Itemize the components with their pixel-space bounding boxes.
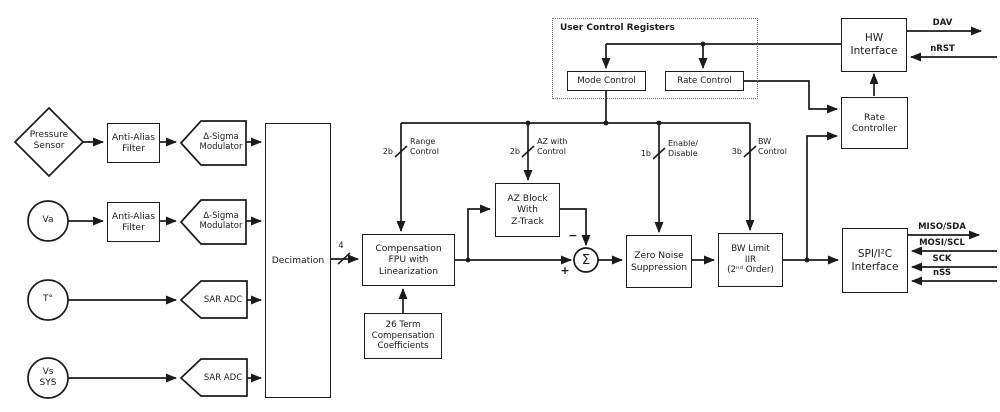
user-control-registers-group (552, 18, 758, 99)
hw-interface-label: HW Interface (850, 32, 898, 57)
hw-interface-block: HW Interface (841, 18, 907, 72)
range-control-annotation: Range Control (410, 137, 439, 156)
rate-controller-block: Rate Controller (841, 97, 908, 149)
sck-signal-label: SCK (932, 254, 952, 264)
bw-control-bits: 3b (731, 147, 742, 156)
range-control-bits: 2b (382, 147, 393, 156)
va-source-circle (27, 200, 69, 242)
dav-signal-label: DAV (932, 18, 953, 28)
vs-sys-source-circle (27, 357, 69, 399)
wire-rate-control-to-rate-controller (744, 80, 838, 114)
junction-dots (465, 41, 810, 263)
delta-sigma-modulator-label-1: Δ-Sigma Modulator (199, 132, 243, 153)
spi-i2c-interface-label: SPI/I²C Interface (851, 247, 899, 273)
summing-junction-circle (573, 247, 599, 273)
anti-alias-filter-label-2: Anti-Alias Filter (111, 210, 156, 233)
nrst-signal-label: nRST (930, 44, 955, 54)
az-control-bits: 2b (509, 147, 520, 156)
rate-controller-label: Rate Controller (851, 111, 898, 134)
tick-range-control (394, 145, 408, 158)
enable-disable-bits: 1b (640, 149, 651, 158)
summing-junction-symbol: Σ (581, 252, 591, 268)
sar-adc-shape-1 (179, 280, 248, 319)
delta-sigma-modulator-label-2: Δ-Sigma Modulator (199, 211, 243, 232)
delta-sigma-modulator-shape-1 (179, 120, 247, 166)
bw-limit-iir-block: BW Limit IIR (2ⁿᵈ Order) (718, 233, 783, 287)
az-control-annotation: AZ with Control (537, 137, 568, 156)
pressure-sensor-diamond (13, 106, 85, 178)
bw-limit-iir-label: BW Limit IIR (2ⁿᵈ Order) (727, 244, 774, 276)
az-block-label: AZ Block With Z-Track (507, 193, 548, 227)
compensation-coefficients-label: 26 Term Compensation Coefficients (371, 320, 435, 352)
decimation-bus-width: 4 (338, 241, 344, 251)
decimation-block: Decimation (265, 123, 331, 398)
spi-i2c-interface-block: SPI/I²C Interface (842, 228, 908, 293)
miso-sda-signal-label: MISO/SDA (918, 222, 966, 232)
temperature-label: T° (43, 294, 53, 304)
zero-noise-suppression-label: Zero Noise Suppression (630, 250, 688, 273)
az-block: AZ Block With Z-Track (495, 183, 560, 237)
sar-adc-shape-2 (179, 358, 248, 397)
tick-bw-control (743, 145, 757, 158)
user-control-registers-title: User Control Registers (560, 23, 675, 33)
wire-az-block-to-summer (560, 208, 591, 246)
sar-adc-label-2: SAR ADC (203, 373, 243, 383)
mode-control-register: Mode Control (567, 71, 646, 91)
temperature-source-circle (27, 279, 69, 321)
decimation-label: Decimation (271, 254, 325, 266)
rate-control-label: Rate Control (677, 75, 732, 86)
sar-adc-label-1: SAR ADC (203, 295, 243, 305)
bus-width-ticks (337, 145, 757, 265)
wire-branch-to-rate-controller (806, 131, 838, 260)
tick-enable-disable (652, 147, 666, 160)
delta-sigma-modulator-shape-2 (179, 199, 247, 245)
anti-alias-filter-block-2: Anti-Alias Filter (107, 202, 160, 242)
mode-control-label: Mode Control (577, 75, 636, 86)
va-label: Va (42, 215, 54, 225)
summer-plus-sign: + (560, 264, 570, 277)
summer-minus-sign: − (568, 229, 578, 242)
tick-az-control (521, 145, 535, 158)
anti-alias-filter-block-1: Anti-Alias Filter (107, 123, 160, 163)
tick-decimation-bus (337, 252, 351, 265)
wire-branch-to-az-block (467, 204, 491, 260)
enable-disable-annotation: Enable/ Disable (668, 139, 698, 158)
vs-sys-label: Vs SYS (39, 367, 57, 388)
anti-alias-filter-label-1: Anti-Alias Filter (111, 131, 156, 154)
bw-control-annotation: BW Control (758, 137, 787, 156)
compensation-fpu-label: Compensation FPU with Linearization (375, 243, 442, 277)
rate-control-register: Rate Control (665, 71, 744, 91)
compensation-fpu-block: Compensation FPU with Linearization (362, 234, 455, 286)
zero-noise-suppression-block: Zero Noise Suppression (626, 235, 692, 288)
mosi-scl-signal-label: MOSI/SCL (919, 238, 965, 248)
pressure-sensor-label: Pressure Sensor (29, 130, 69, 151)
compensation-coefficients-block: 26 Term Compensation Coefficients (364, 313, 442, 359)
nss-signal-label: nSS (933, 268, 951, 278)
